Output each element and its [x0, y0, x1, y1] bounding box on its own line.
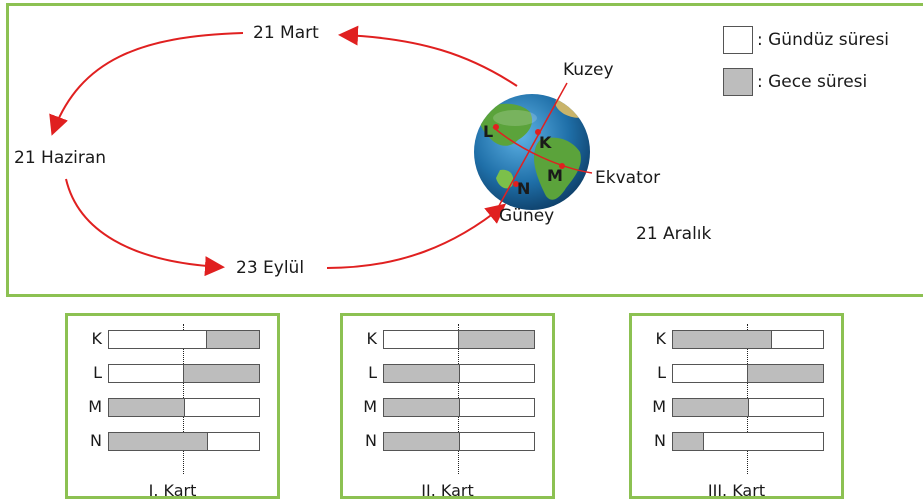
- point-label-n: N: [517, 179, 531, 198]
- night-fill: [183, 365, 259, 382]
- night-fill: [384, 399, 460, 416]
- duration-bar: [383, 432, 535, 451]
- night-fill: [205, 331, 259, 348]
- row-letter: L: [368, 363, 377, 382]
- night-fill: [109, 399, 185, 416]
- legend-night-swatch: [723, 68, 753, 96]
- night-fill: [673, 331, 772, 348]
- row-letter: K: [91, 329, 103, 348]
- duration-bar: [108, 432, 260, 451]
- point-label-l: L: [483, 122, 494, 141]
- legend-night-label: : Gece süresi: [757, 72, 868, 92]
- legend-day-swatch: [723, 26, 753, 54]
- duration-bar: [672, 432, 824, 451]
- night-fill: [384, 365, 460, 382]
- duration-bar: [383, 398, 535, 417]
- night-fill: [673, 433, 704, 450]
- south-label: Güney: [499, 206, 555, 226]
- duration-bar: [383, 330, 535, 349]
- row-letter: K: [366, 329, 378, 348]
- row-letter: N: [90, 431, 102, 450]
- row-letter: L: [657, 363, 666, 382]
- point-label-m: M: [547, 166, 563, 185]
- card-title: II. Kart: [421, 481, 474, 500]
- equator-line: [492, 126, 593, 174]
- date-label-dec21: 21 Aralık: [636, 224, 712, 244]
- point-marker-n: [513, 181, 519, 187]
- card-title: I. Kart: [148, 481, 197, 500]
- duration-bar: [108, 398, 260, 417]
- duration-bar: [383, 364, 535, 383]
- north-label: Kuzey: [563, 60, 614, 80]
- point-marker-l: [493, 124, 499, 130]
- legend-day-label: : Gündüz süresi: [757, 30, 890, 50]
- night-fill: [747, 365, 823, 382]
- row-letter: M: [363, 397, 377, 416]
- point-marker-m: [559, 163, 565, 169]
- duration-bar: [108, 364, 260, 383]
- row-letter: N: [654, 431, 666, 450]
- earth-axis: [494, 82, 568, 214]
- date-label-mar21: 21 Mart: [253, 23, 319, 43]
- duration-bar: [672, 398, 824, 417]
- duration-bar: [108, 330, 260, 349]
- arrow-mar-to-jun: [49, 32, 244, 136]
- night-fill: [458, 331, 534, 348]
- arrow-dec-to-mar: [338, 25, 518, 87]
- point-marker-k: [535, 129, 541, 135]
- equator-label: Ekvator: [595, 168, 661, 188]
- row-letter: K: [655, 329, 667, 348]
- row-letter: M: [88, 397, 102, 416]
- row-letter: M: [652, 397, 666, 416]
- arrow-sep-to-dec: [326, 203, 507, 269]
- arrow-jun-to-sep: [65, 178, 225, 277]
- date-label-sep23: 23 Eylül: [236, 258, 305, 278]
- night-fill: [109, 433, 208, 450]
- orbit-panel: [6, 3, 923, 297]
- row-letter: N: [365, 431, 377, 450]
- date-label-jun21: 21 Haziran: [14, 148, 107, 168]
- orbit-diagram: [49, 25, 593, 277]
- point-label-k: K: [539, 133, 552, 152]
- duration-bar: [672, 330, 824, 349]
- night-fill: [673, 399, 749, 416]
- row-letter: L: [93, 363, 102, 382]
- night-fill: [384, 433, 460, 450]
- duration-bar: [672, 364, 824, 383]
- card-title: III. Kart: [707, 481, 766, 500]
